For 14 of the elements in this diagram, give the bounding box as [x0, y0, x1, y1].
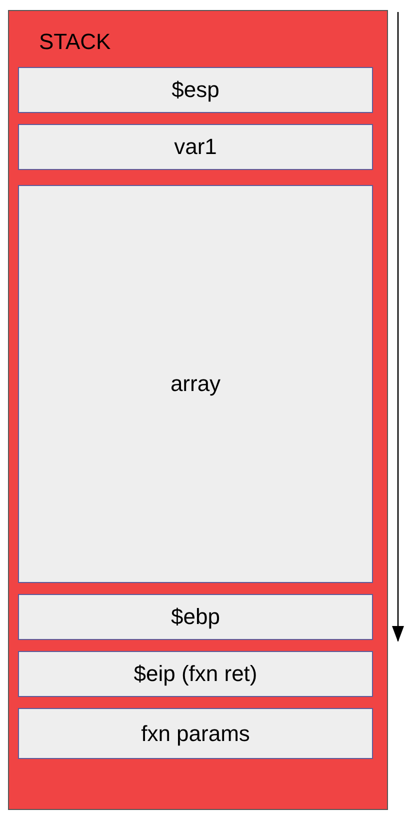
slot-label: array — [170, 373, 221, 395]
stack-slot — [18, 594, 373, 640]
slot-label: $ebp — [171, 606, 220, 628]
stack-frame — [8, 10, 388, 810]
slot-label: $eip (fxn ret) — [134, 663, 258, 685]
slot-label: fxn params — [141, 722, 250, 744]
stack-slot — [18, 708, 373, 759]
slot-label: var1 — [174, 136, 217, 158]
stack-slot — [18, 124, 373, 170]
slot-label: $esp — [172, 79, 220, 101]
stack-slot — [18, 651, 373, 697]
stack-slot — [18, 185, 373, 583]
stack-slot — [18, 67, 373, 113]
stack-heading: STACK — [39, 31, 111, 53]
